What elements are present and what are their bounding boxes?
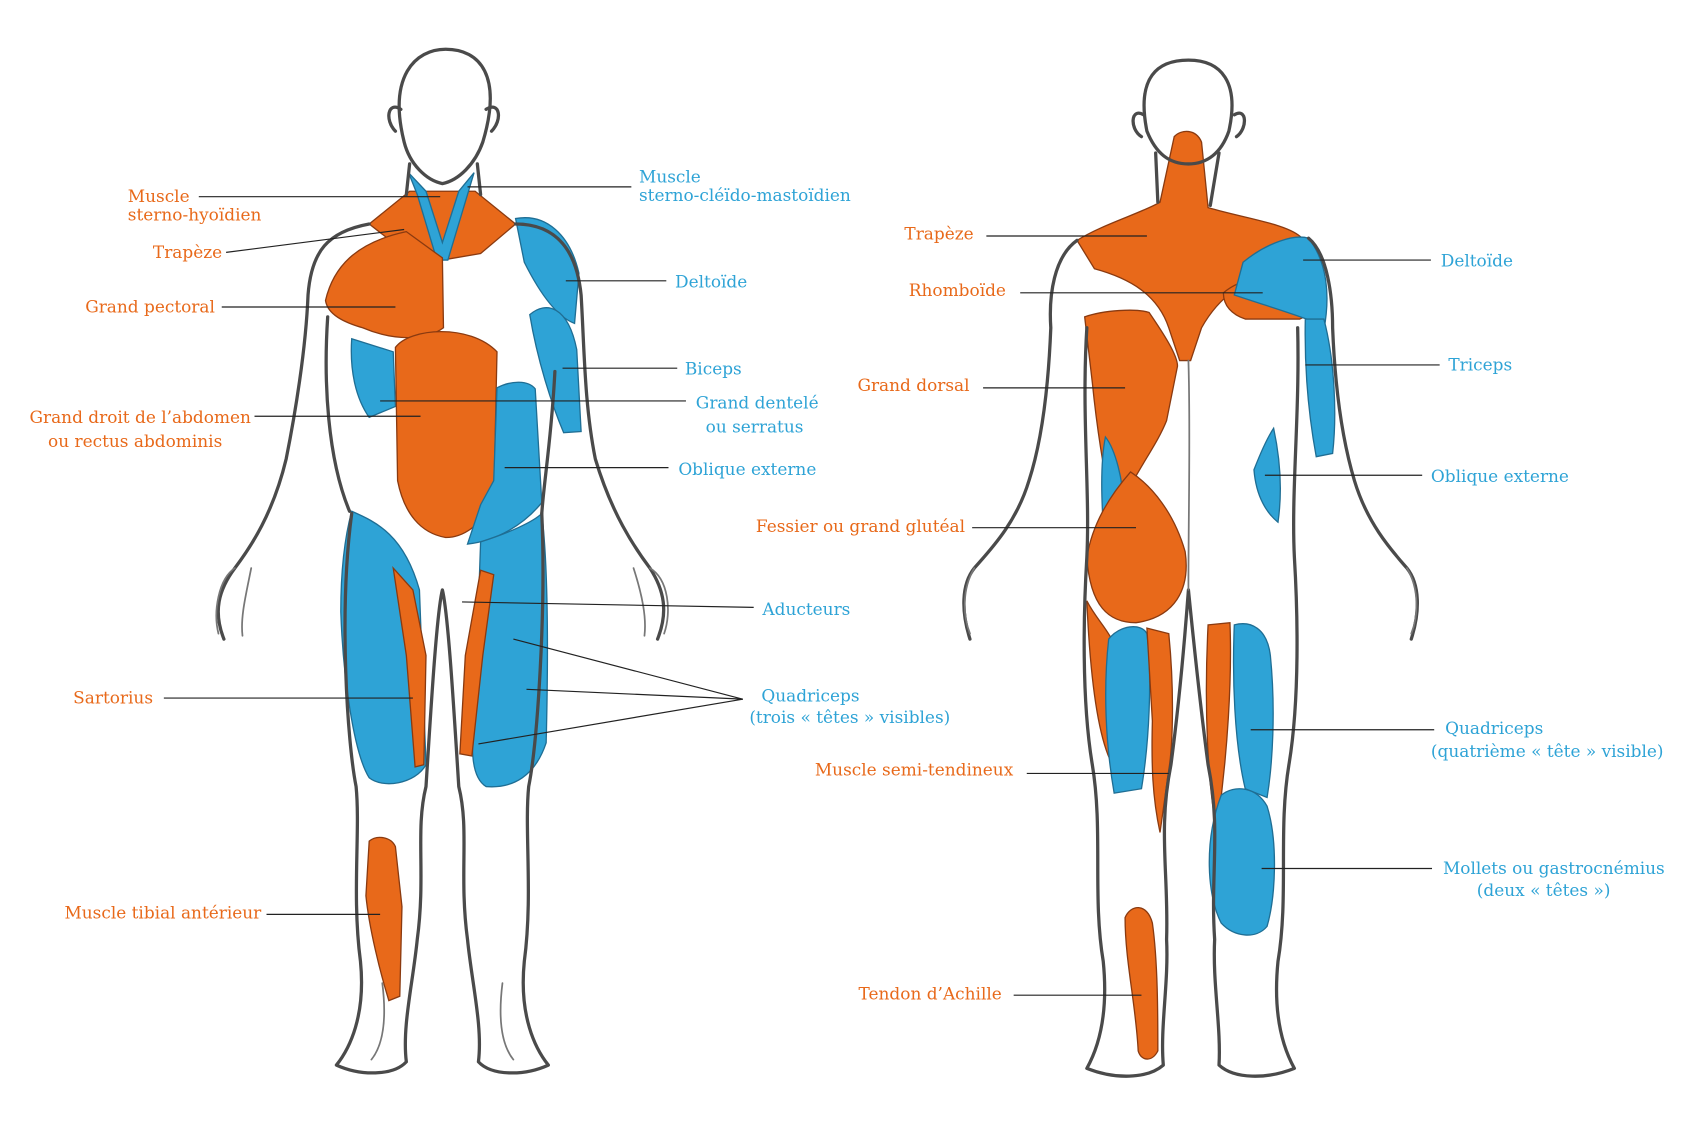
label-oblique-front: Oblique externe xyxy=(678,459,816,479)
label-pectoral: Grand pectoral xyxy=(85,296,215,316)
label-semitendinosus: Muscle semi-tendineux xyxy=(815,760,1014,780)
leader-lines xyxy=(163,186,1440,996)
label-oblique-back: Oblique externe xyxy=(1431,466,1569,486)
muscle-quadriceps-back-left xyxy=(1105,626,1151,794)
label-rhomboid: Rhomboïde xyxy=(909,280,1006,300)
label-tibialis: Muscle tibial antérieur xyxy=(64,903,262,923)
muscle-gastrocnemius xyxy=(1208,788,1276,936)
label-adductors: Aducteurs xyxy=(761,599,850,619)
label-gluteus: Fessier ou grand glutéal xyxy=(756,516,965,536)
label-gastrocnemius: Mollets ou gastrocnémius(deux « têtes ») xyxy=(1443,858,1665,900)
muscle-thigh-left xyxy=(340,510,427,785)
muscle-achilles-tendon xyxy=(1124,907,1159,1060)
back-figure xyxy=(962,58,1419,1078)
label-quadriceps-front: Quadriceps(trois « têtes » visibles) xyxy=(749,685,950,727)
label-quadriceps-back: Quadriceps(quatrième « tête » visible) xyxy=(1431,718,1664,761)
label-triceps: Triceps xyxy=(1448,354,1512,374)
label-biceps: Biceps xyxy=(685,359,742,379)
muscle-quadriceps-back-right xyxy=(1232,623,1274,799)
muscle-serratus xyxy=(350,337,397,419)
front-outline xyxy=(215,47,669,1075)
label-trapezius-front: Trapèze xyxy=(153,242,222,262)
muscle-sternocleidomastoid xyxy=(407,172,475,261)
muscle-semitendinosus-left xyxy=(1146,627,1174,833)
muscle-oblique-front xyxy=(466,381,543,545)
muscle-gluteus xyxy=(1086,471,1187,624)
label-achilles: Tendon d’Achille xyxy=(859,984,1002,1004)
muscle-sartorius-right xyxy=(459,569,495,757)
label-deltoid-front: Deltoïde xyxy=(675,271,747,291)
muscle-pectoral xyxy=(324,230,445,339)
label-latissimus: Grand dorsal xyxy=(857,375,969,395)
front-figure xyxy=(215,47,669,1075)
muscle-triceps xyxy=(1304,318,1336,458)
back-muscles xyxy=(1076,130,1336,1060)
muscle-tibialis xyxy=(365,836,403,1002)
label-sartorius: Sartorius xyxy=(73,688,153,708)
muscle-trapezius-back xyxy=(1076,130,1314,362)
label-trapezius-back: Trapèze xyxy=(904,223,973,243)
muscle-sartorius-left xyxy=(392,566,427,768)
label-deltoid-back: Deltoïde xyxy=(1441,251,1513,271)
